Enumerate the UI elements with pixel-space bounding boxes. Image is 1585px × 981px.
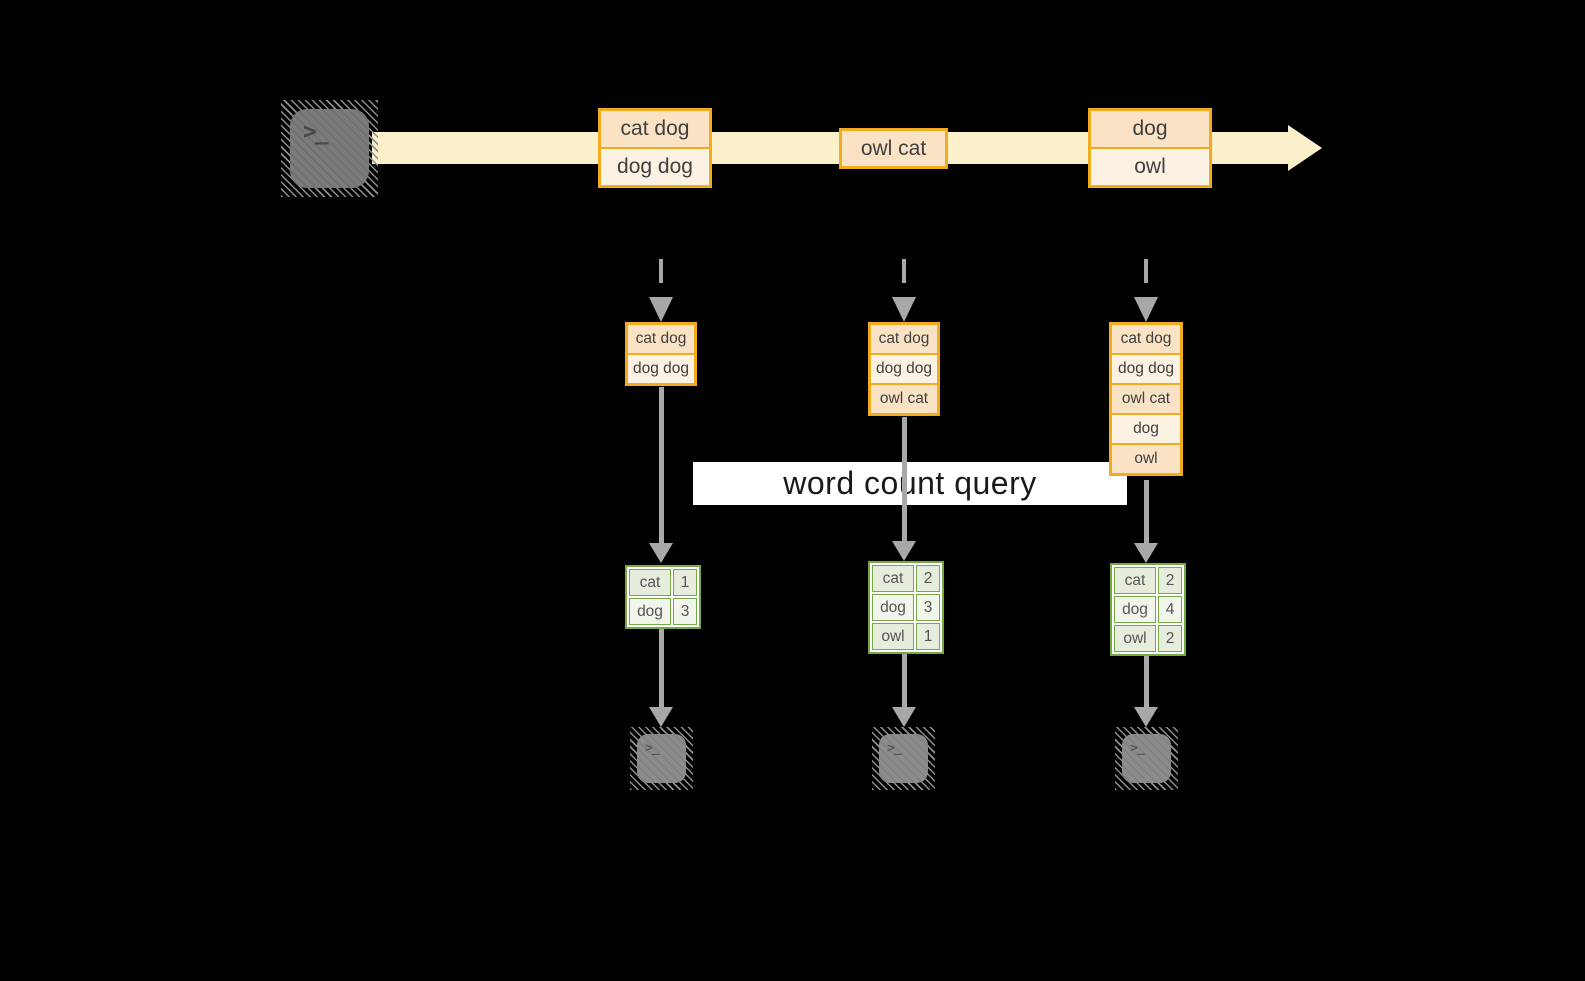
terminal-screen: >_ [290, 109, 369, 188]
dashed-down-arrow-head-icon [1134, 297, 1158, 322]
word-cell: dog [1114, 596, 1156, 623]
dashed-down-arrow [902, 259, 906, 299]
batch-row: dog [1112, 415, 1180, 443]
count-cell: 4 [1158, 596, 1182, 623]
count-table-3: cat 2 dog 4 owl 2 [1110, 563, 1186, 656]
batch-row: cat dog [871, 325, 937, 353]
sink-terminal-icon: >_ [872, 727, 935, 790]
event-row: cat dog [601, 111, 709, 147]
dashed-down-arrow [1144, 259, 1148, 299]
terminal-screen: >_ [637, 734, 686, 783]
terminal-prompt-glyph: >_ [887, 741, 902, 756]
count-cell: 1 [673, 569, 697, 596]
batch-row: dog dog [628, 355, 694, 383]
terminal-prompt-glyph: >_ [303, 119, 329, 145]
event-row: dog dog [601, 149, 709, 185]
count-cell: 3 [916, 594, 940, 621]
batch-row: owl [1112, 445, 1180, 473]
dashed-down-arrow-head-icon [892, 297, 916, 322]
down-arrow-head-icon [649, 543, 673, 563]
stream-event-box-2: owl cat [839, 128, 948, 169]
stream-event-box-1: cat dog dog dog [598, 108, 712, 188]
word-count-query-label: word count query [693, 462, 1127, 505]
batch-stack-1: cat dog dog dog [625, 322, 697, 386]
source-terminal-icon: >_ [281, 100, 378, 197]
down-arrow-head-icon [892, 541, 916, 561]
batch-row: cat dog [628, 325, 694, 353]
event-row: owl cat [842, 131, 945, 166]
down-arrow [1144, 480, 1149, 543]
dashed-down-arrow [659, 259, 663, 299]
count-cell: 3 [673, 598, 697, 625]
event-row: owl [1091, 149, 1209, 185]
word-cell: owl [1114, 625, 1156, 652]
count-cell: 1 [916, 623, 940, 650]
terminal-prompt-glyph: >_ [1130, 741, 1145, 756]
batch-stack-2: cat dog dog dog owl cat [868, 322, 940, 416]
down-arrow [902, 417, 907, 541]
word-cell: dog [629, 598, 671, 625]
stream-event-box-3: dog owl [1088, 108, 1212, 188]
sink-terminal-icon: >_ [630, 727, 693, 790]
terminal-prompt-glyph: >_ [645, 741, 660, 756]
down-arrow [1144, 656, 1149, 707]
stream-arrow-head-icon [1288, 125, 1322, 171]
down-arrow-head-icon [1134, 543, 1158, 563]
down-arrow-head-icon [1134, 707, 1158, 727]
down-arrow [902, 654, 907, 707]
batch-row: owl cat [1112, 385, 1180, 413]
batch-row: owl cat [871, 385, 937, 413]
count-cell: 2 [1158, 567, 1182, 594]
batch-stack-3: cat dog dog dog owl cat dog owl [1109, 322, 1183, 476]
batch-row: dog dog [871, 355, 937, 383]
count-table-1: cat 1 dog 3 [625, 565, 701, 629]
batch-row: dog dog [1112, 355, 1180, 383]
terminal-screen: >_ [879, 734, 928, 783]
count-cell: 2 [1158, 625, 1182, 652]
event-row: dog [1091, 111, 1209, 147]
word-cell: cat [629, 569, 671, 596]
sink-terminal-icon: >_ [1115, 727, 1178, 790]
count-cell: 2 [916, 565, 940, 592]
terminal-screen: >_ [1122, 734, 1171, 783]
down-arrow-head-icon [892, 707, 916, 727]
count-table-2: cat 2 dog 3 owl 1 [868, 561, 944, 654]
word-cell: cat [872, 565, 914, 592]
batch-row: cat dog [1112, 325, 1180, 353]
word-cell: cat [1114, 567, 1156, 594]
dashed-down-arrow-head-icon [649, 297, 673, 322]
down-arrow [659, 629, 664, 707]
word-cell: owl [872, 623, 914, 650]
down-arrow-head-icon [649, 707, 673, 727]
word-cell: dog [872, 594, 914, 621]
down-arrow [659, 387, 664, 543]
